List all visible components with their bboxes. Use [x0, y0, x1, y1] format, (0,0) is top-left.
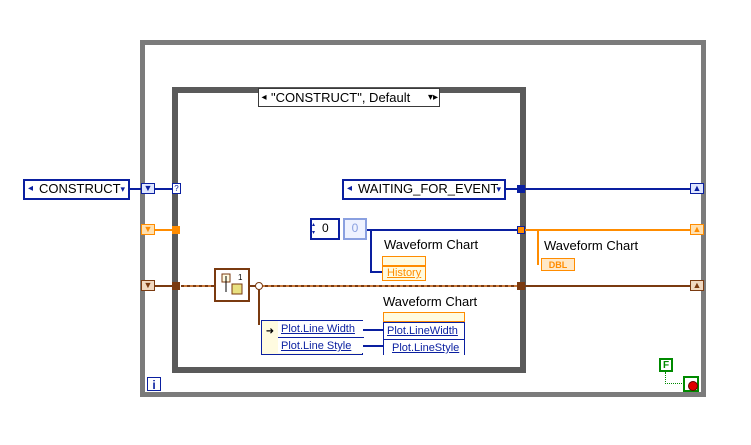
numeric-wire-to-history [367, 229, 518, 231]
outer-chart-label: Waveform Chart [544, 238, 639, 253]
cluster-wire-loop-left [155, 285, 173, 287]
numeric-indicator-value: 0 [351, 221, 359, 235]
property-node-header [383, 312, 465, 322]
shift-register-left-numeric[interactable]: ▼ [141, 224, 155, 235]
property-line-width[interactable]: Plot.LineWidth [384, 323, 464, 339]
shift-register-left-cluster[interactable]: ▼ [141, 280, 155, 291]
history-node-header [382, 256, 426, 266]
numeric-increment-icon[interactable]: ▴▾ [312, 222, 316, 236]
numeric-wire-vertical [370, 229, 372, 273]
cluster-wire-case [181, 285, 519, 287]
numeric-wire-loop-left [155, 229, 173, 231]
stop-terminal[interactable] [683, 376, 699, 392]
cluster-wire-loop-right [525, 285, 691, 287]
case-tunnel-cluster-in[interactable] [172, 282, 180, 290]
shift-register-left-state[interactable]: ▼ [141, 183, 155, 194]
case-selector[interactable]: ◂ "CONSTRUCT", Default ▾▸ [258, 88, 440, 107]
numeric-constant-value: 0 [322, 221, 329, 235]
false-constant[interactable]: F [659, 358, 673, 372]
shift-register-right-cluster[interactable]: ▲ [690, 280, 704, 291]
while-loop-frame[interactable] [140, 40, 706, 397]
case-tunnel-state-out[interactable] [517, 185, 525, 193]
stop-icon [688, 381, 698, 391]
enum-increment-icon[interactable]: ◂ [28, 183, 34, 194]
iteration-label: i [152, 378, 156, 392]
case-previous-arrow-icon[interactable]: ◂ [261, 92, 267, 103]
chevron-down-icon[interactable]: ▾ [120, 184, 125, 194]
bundle-field-line-style[interactable]: Plot.Line Style [278, 337, 364, 353]
state-wire-loop-left [155, 188, 173, 190]
waveform-chart-terminal[interactable]: DBL [541, 258, 575, 271]
next-state-enum-value: WAITING_FOR_EVENT [358, 181, 499, 196]
property-line-style[interactable]: Plot.LineStyle [384, 339, 464, 355]
case-selector-label: "CONSTRUCT", Default [271, 90, 411, 105]
numeric-wire-chart-branch [537, 229, 539, 265]
numeric-indicator: 0 [343, 218, 367, 240]
dbl-badge: DBL [548, 260, 568, 270]
shift-register-right-state[interactable]: ▲ [690, 183, 704, 194]
next-state-wire [506, 188, 518, 190]
case-dropdown-arrow-icon[interactable]: ▾▸ [428, 92, 439, 103]
numeric-wire-history-in [370, 271, 383, 273]
numeric-wire-loop-right [525, 229, 691, 231]
state-wire-loop-right [525, 188, 691, 190]
bundle-field-line-width[interactable]: Plot.Line Width [278, 321, 364, 337]
next-state-enum-constant[interactable]: ◂ WAITING_FOR_EVENT ▾ [342, 179, 506, 200]
case-tunnel-numeric-out[interactable] [517, 226, 525, 234]
numeric-constant[interactable]: 0 [310, 218, 340, 240]
svg-text:1: 1 [238, 273, 243, 282]
line-width-wire [363, 329, 383, 331]
enum-wire-in [130, 188, 142, 190]
subvi-icon[interactable]: 1 [214, 268, 250, 302]
enum-increment-icon[interactable]: ◂ [347, 183, 353, 194]
property-node[interactable]: Plot.LineWidth Plot.LineStyle [383, 322, 465, 355]
boolean-wire [665, 372, 684, 384]
case-tunnel-cluster-out[interactable] [517, 282, 525, 290]
case-tunnel-selector[interactable]: ? [172, 183, 181, 194]
chevron-down-icon[interactable]: ▾ [496, 184, 501, 194]
iteration-terminal: i [147, 377, 161, 392]
shift-register-right-numeric[interactable]: ▲ [690, 224, 704, 235]
wire-junction [255, 282, 263, 290]
property-node-chart-label: Waveform Chart [383, 294, 478, 309]
state-enum-constant[interactable]: ◂ CONSTRUCT ▾ [23, 179, 130, 200]
bundle-arrow-icon: ➜ [262, 321, 278, 354]
false-constant-label: F [662, 360, 670, 371]
cluster-wire-to-bundle [258, 285, 260, 325]
unknown-marker: ? [174, 184, 179, 193]
case-tunnel-numeric-in[interactable] [172, 226, 180, 234]
line-style-wire [363, 345, 383, 347]
state-enum-value: CONSTRUCT [39, 181, 121, 196]
wrench-icon: 1 [221, 273, 243, 295]
history-chart-label: Waveform Chart [384, 237, 479, 252]
bundle-by-name-node[interactable]: ➜ Plot.Line Width Plot.Line Style [261, 320, 364, 355]
history-property[interactable]: History [382, 266, 426, 281]
history-property-label: History [387, 267, 422, 279]
